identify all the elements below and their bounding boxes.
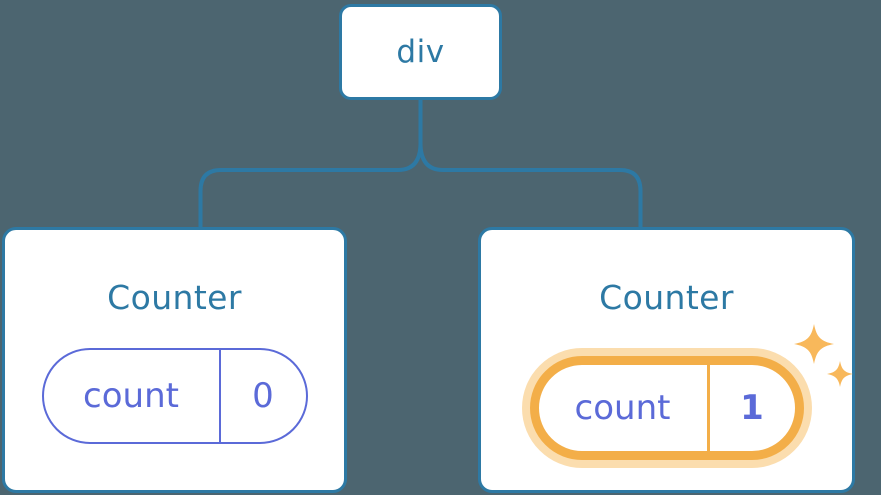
- state-pill-left[interactable]: count 0: [41, 348, 308, 444]
- node-div[interactable]: div: [339, 4, 502, 100]
- node-counter-left-title: Counter: [107, 278, 242, 317]
- connector-to-right-child: [418, 100, 643, 229]
- state-pill-left-wrapper: count 0: [41, 348, 308, 444]
- state-pill-right-key: count: [539, 365, 710, 451]
- state-pill-left-key: count: [44, 350, 221, 442]
- sparkle-icon: [793, 324, 834, 364]
- node-counter-left[interactable]: Counter count 0: [2, 227, 347, 493]
- state-pill-right-glow: count 1: [521, 348, 812, 468]
- state-pill-right[interactable]: count 1: [529, 356, 804, 460]
- state-pill-right-wrapper: count 1: [521, 324, 853, 468]
- node-counter-right-title: Counter: [599, 278, 734, 317]
- state-pill-left-value: 0: [252, 376, 274, 416]
- state-pill-right-value: 1: [740, 388, 764, 428]
- sparkle-small-icon: [826, 361, 853, 387]
- connector-to-left-child: [198, 100, 423, 229]
- node-counter-right[interactable]: Counter count 1: [478, 227, 855, 493]
- node-div-label: div: [396, 33, 445, 70]
